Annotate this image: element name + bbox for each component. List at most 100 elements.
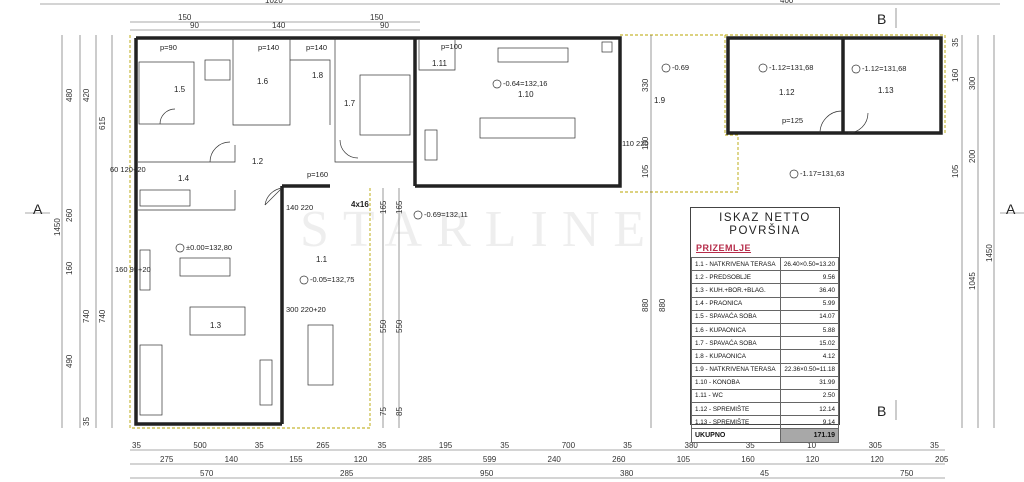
area-room-name: 1.13 - SPREMIŠTE — [691, 415, 781, 430]
area-room-value: 15.02 — [779, 336, 840, 351]
left-dim-6: 160 — [65, 261, 74, 275]
level-3: -1.12=131,68 — [769, 63, 813, 72]
opening-9: 300 220+20 — [286, 305, 326, 314]
bottom-dim-value: 35 — [500, 441, 509, 450]
area-room-value: 5.88 — [779, 322, 840, 338]
room-1-6-label: 1.6 — [257, 77, 269, 86]
level-5: -1.17=131,63 — [800, 169, 844, 178]
right-dim-6: 105 — [951, 164, 960, 178]
section-markers: A A B B — [25, 8, 1024, 420]
area-room-value: 4.12 — [779, 349, 840, 364]
mid-dim-9: 165 — [395, 200, 404, 214]
opening-11: 160 95+20 — [115, 265, 151, 274]
bottom-dim-value: 105 — [677, 455, 691, 464]
opening-4: p=100 — [441, 42, 462, 51]
level-8: -0.69=132,11 — [424, 210, 468, 219]
area-room-value: 36.40 — [779, 283, 840, 298]
section-b-bottom: B — [877, 403, 886, 419]
bottom-dim-value: 750 — [900, 469, 914, 478]
left-dim-5: 260 — [65, 208, 74, 222]
furniture — [138, 41, 613, 416]
mid-dim-4: 880 — [641, 298, 650, 312]
left-dim-9: 490 — [65, 354, 74, 368]
room-1-12-label: 1.12 — [779, 88, 795, 97]
bottom-dim-value: 35 — [623, 441, 632, 450]
top-dimension-lines: 1020 400 150 90 140 150 90 — [40, 0, 1000, 31]
area-room-value: 9.56 — [779, 270, 840, 285]
bottom-dim-value: 10 — [807, 441, 816, 450]
mid-dim-11: 85 — [395, 407, 404, 416]
area-room-value: 12.14 — [779, 402, 840, 417]
bottom-dim-value: 155 — [289, 455, 303, 464]
terrace-1-1-outline — [129, 35, 371, 429]
room-1-5-label: 1.5 — [174, 85, 186, 94]
total-value: 171.19 — [779, 428, 840, 443]
area-room-name: 1.4 - PRAONICA — [691, 296, 781, 311]
room-labels: 1.1 1.2 1.3 1.4 1.5 1.6 1.7 1.8 1.9 1.10… — [174, 59, 894, 330]
room-1-2-label: 1.2 — [252, 157, 264, 166]
bottom-dim-value: 35 — [132, 441, 141, 450]
top-dim-right: 400 — [780, 0, 794, 5]
top-dim-6: 150 — [370, 13, 384, 22]
left-dim-3: 615 — [98, 116, 107, 130]
left-dim-10: 35 — [82, 417, 91, 426]
bottom-dim-value: 570 — [200, 469, 214, 478]
bottom-dim-value: 305 — [869, 441, 883, 450]
area-room-value: 22.36×0.50=11.18 — [779, 362, 840, 377]
opening-5: p=125 — [782, 116, 803, 125]
right-dim-3: 300 — [968, 76, 977, 90]
area-room-value: 2.50 — [779, 388, 840, 404]
section-a-right: A — [1006, 201, 1016, 217]
bottom-dim-value: 265 — [316, 441, 330, 450]
bottom-dim-value: 120 — [354, 455, 368, 464]
area-room-name: 1.11 - WC — [691, 388, 781, 404]
right-dim-5: 200 — [968, 149, 977, 163]
room-1-3-label: 1.3 — [210, 321, 222, 330]
bottom-dim-value: 195 — [439, 441, 453, 450]
mid-dim-1: 330 — [641, 78, 650, 92]
level-1: -0.64=132,16 — [503, 79, 547, 88]
level-marks: -0.64=132,16 -0.69 -1.12=131,68 -1.12=13… — [175, 63, 906, 285]
top-dim-4: 90 — [190, 21, 199, 30]
area-room-name: 1.3 - KUH.+BOR.+BLAG. — [691, 283, 781, 298]
room-1-7-label: 1.7 — [344, 99, 356, 108]
bottom-dim-value: 260 — [612, 455, 626, 464]
room-1-11-label: 1.11 — [432, 59, 448, 68]
area-room-name: 1.2 - PREDSOBLJE — [691, 270, 781, 285]
opening-12: 110 220 — [622, 139, 649, 148]
left-dim-8: 740 — [98, 309, 107, 323]
level-4: -1.12=131,68 — [862, 64, 906, 73]
mid-dim-6: 550 — [379, 319, 388, 333]
bottom-dim-value: 35 — [378, 441, 387, 450]
area-room-name: 1.9 - NATKRIVENA TERASA — [691, 362, 781, 377]
area-table-row: 1.3 - KUH.+BOR.+BLAG.36.40 — [691, 283, 840, 298]
right-dim-7: 35 — [951, 38, 960, 47]
level-7: -0.05=132,75 — [310, 275, 354, 284]
opening-6: p=160 — [307, 170, 328, 179]
bottom-dim-value: 380 — [620, 469, 634, 478]
door-swings — [159, 108, 869, 206]
area-room-value: 26.40×0.50=13.20 — [779, 256, 840, 272]
opening-3: p=140 — [306, 43, 327, 52]
bottom-dim-value: 380 — [685, 441, 699, 450]
bottom-dim-value: 599 — [483, 455, 497, 464]
bottom-dim-value: 700 — [562, 441, 576, 450]
area-room-name: 1.6 - KUPAONICA — [691, 322, 781, 338]
level-6: ±0.00=132,80 — [186, 243, 232, 252]
stair-label: 4x16 — [351, 200, 369, 209]
section-b-top: B — [877, 11, 886, 27]
room-1-9-label: 1.9 — [654, 96, 666, 105]
bottom-dim-value: 35 — [930, 441, 939, 450]
bottom-dim-value: 205 — [935, 455, 949, 464]
area-room-name: 1.10 - KONOBA — [691, 375, 781, 390]
bottom-dim-value: 140 — [225, 455, 239, 464]
floor-label: PRIZEMLJE — [696, 243, 752, 253]
